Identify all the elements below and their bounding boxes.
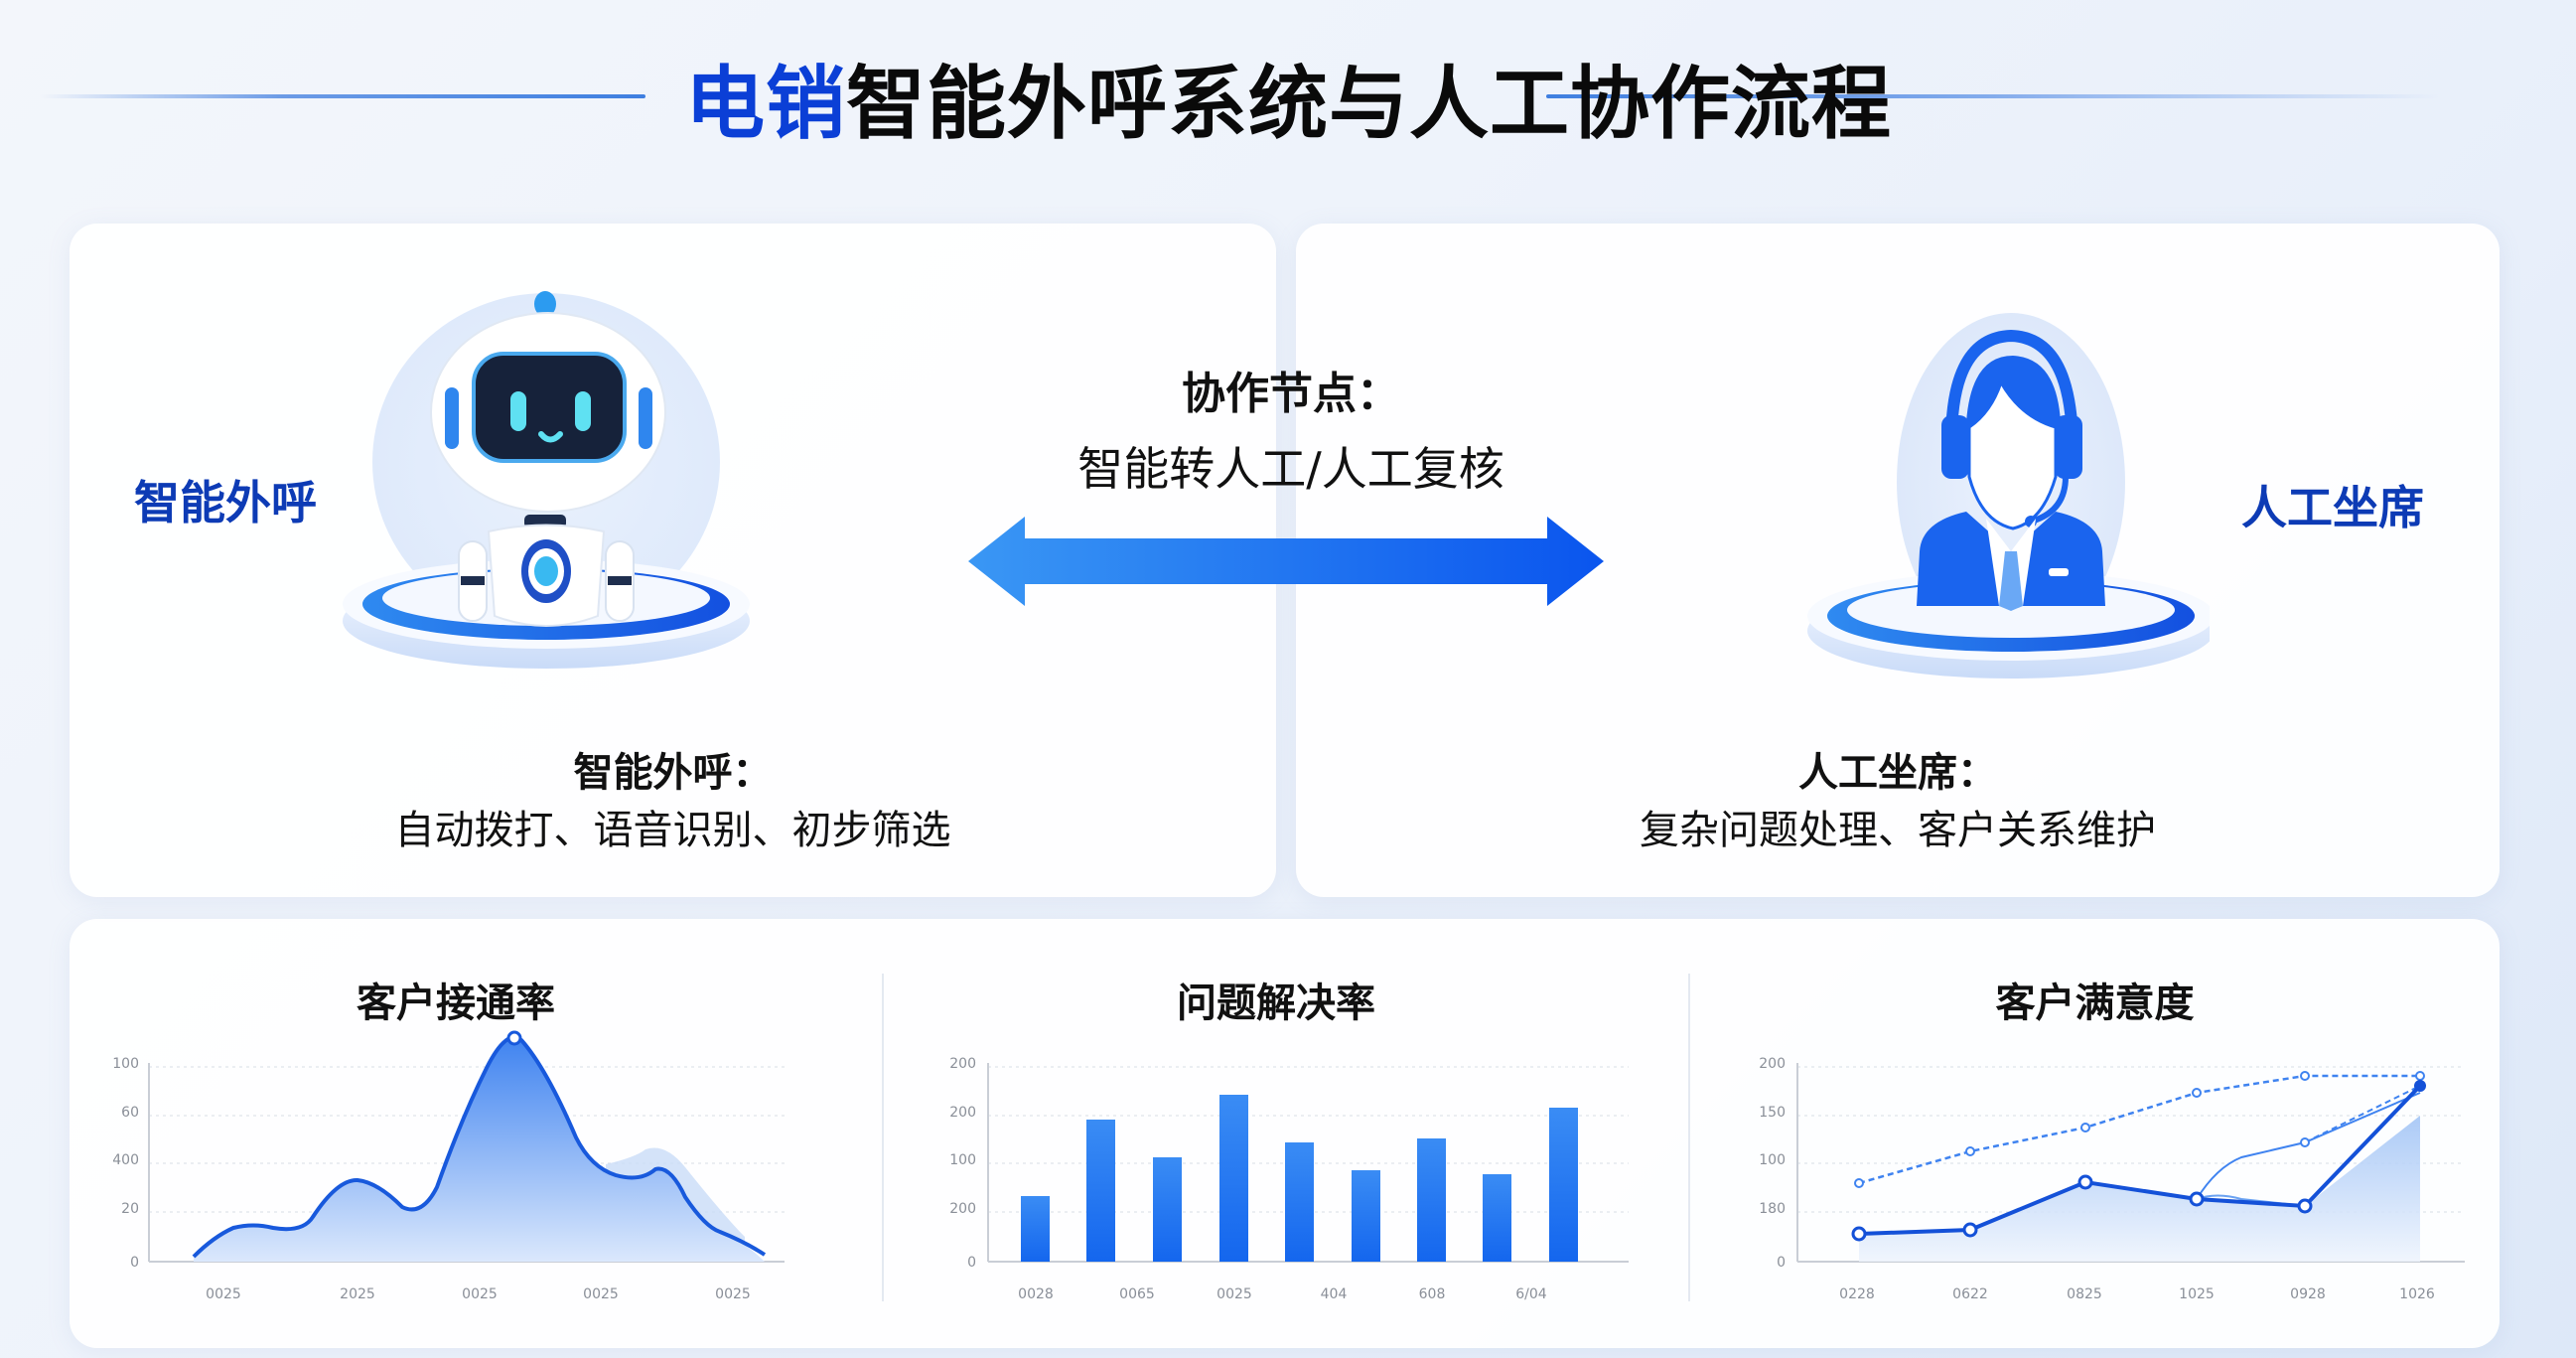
y-tick: 180	[1759, 1201, 1786, 1217]
x-tick: 1025	[2179, 1286, 2215, 1302]
x-tick: 0025	[462, 1286, 498, 1302]
human-agent-desc-text: 复杂问题处理、客户关系维护	[1640, 808, 2156, 853]
x-tick: 1026	[2399, 1286, 2435, 1302]
bar	[1219, 1095, 1248, 1262]
chart-resolution-rate: 问题解决率 200 200 100 200 0	[884, 919, 1688, 1348]
collab-node-title: 协作节点：	[1182, 369, 1400, 419]
chart-satisfaction: 客户满意度 200 150 100 180 0	[1690, 919, 2500, 1348]
bar	[1483, 1174, 1511, 1262]
bar	[1153, 1157, 1182, 1262]
x-tick: 0065	[1119, 1286, 1155, 1302]
title-decor-line-right	[1546, 94, 2440, 98]
ai-outbound-desc-title: 智能外呼：	[573, 750, 773, 796]
x-tick: 0025	[1216, 1286, 1252, 1302]
y-tick: 60	[121, 1105, 139, 1121]
agent-headset-icon	[1807, 313, 2210, 679]
ai-outbound-panel: 智能外呼	[70, 224, 1276, 897]
x-tick: 0228	[1839, 1286, 1875, 1302]
page-title-rest: 智能外呼系统与人工协作流程	[846, 58, 1892, 150]
x-tick: 404	[1321, 1286, 1348, 1302]
x-tick: 0025	[206, 1286, 241, 1302]
chart-title: 客户接通率	[357, 981, 555, 1026]
title-decor-line-left	[40, 94, 645, 98]
bar	[1086, 1120, 1115, 1262]
y-tick: 400	[112, 1152, 139, 1168]
bar	[1549, 1108, 1578, 1262]
ai-outbound-desc-text: 自动拨打、语音识别、初步筛选	[394, 808, 951, 853]
collab-node: 协作节点： 智能转人工/人工复核	[953, 358, 1629, 499]
x-tick: 0825	[2067, 1286, 2102, 1302]
y-tick: 150	[1759, 1105, 1786, 1121]
chart-divider	[882, 974, 884, 1301]
bar-chart: 200 200 100 200 0 0028 0065 0025 404 608…	[949, 1056, 1629, 1302]
bar	[1417, 1138, 1446, 1262]
y-tick: 200	[949, 1056, 976, 1072]
chart-divider	[1688, 974, 1690, 1301]
x-tick: 0028	[1018, 1286, 1054, 1302]
x-tick: 0025	[583, 1286, 619, 1302]
x-tick: 608	[1419, 1286, 1446, 1302]
x-tick: 6/04	[1515, 1286, 1547, 1302]
x-tick: 2025	[340, 1286, 375, 1302]
y-tick: 0	[1777, 1255, 1786, 1271]
y-tick: 200	[949, 1105, 976, 1121]
robot-icon	[343, 291, 750, 669]
y-tick: 0	[130, 1255, 139, 1271]
human-agent-side-label: 人工坐席	[2241, 481, 2424, 534]
human-agent-desc-title: 人工坐席：	[1798, 750, 1997, 796]
bar	[1352, 1170, 1380, 1262]
chart-title: 问题解决率	[1177, 981, 1375, 1026]
chart-connection-rate: 客户接通率 100 60 400 20 0	[70, 919, 882, 1348]
collab-node-text: 智能转人工/人工复核	[1077, 442, 1504, 496]
chart-title: 客户满意度	[1995, 981, 2195, 1026]
metrics-panel: 客户接通率 100 60 400 20 0	[70, 919, 2500, 1348]
bar	[1021, 1196, 1050, 1262]
ai-outbound-side-label: 智能外呼	[134, 476, 317, 529]
y-tick: 200	[949, 1201, 976, 1217]
y-tick: 100	[1759, 1152, 1786, 1168]
x-tick: 0622	[1952, 1286, 1988, 1302]
line-chart: 200 150 100 180 0 02	[1759, 1056, 2465, 1302]
bar	[1285, 1142, 1314, 1262]
y-tick: 100	[949, 1152, 976, 1168]
y-tick: 100	[112, 1056, 139, 1072]
y-tick: 20	[121, 1201, 139, 1217]
x-tick: 0025	[715, 1286, 751, 1302]
area-chart: 100 60 400 20 0 0025 2025 0025 0025 0025	[112, 1030, 785, 1302]
page-title: 电销智能外呼系统与人工协作流程	[685, 40, 1892, 155]
double-arrow-icon	[968, 517, 1604, 606]
page-title-accent: 电销	[685, 58, 846, 150]
x-tick: 0928	[2290, 1286, 2326, 1302]
y-tick: 200	[1759, 1056, 1786, 1072]
y-tick: 0	[967, 1255, 976, 1271]
